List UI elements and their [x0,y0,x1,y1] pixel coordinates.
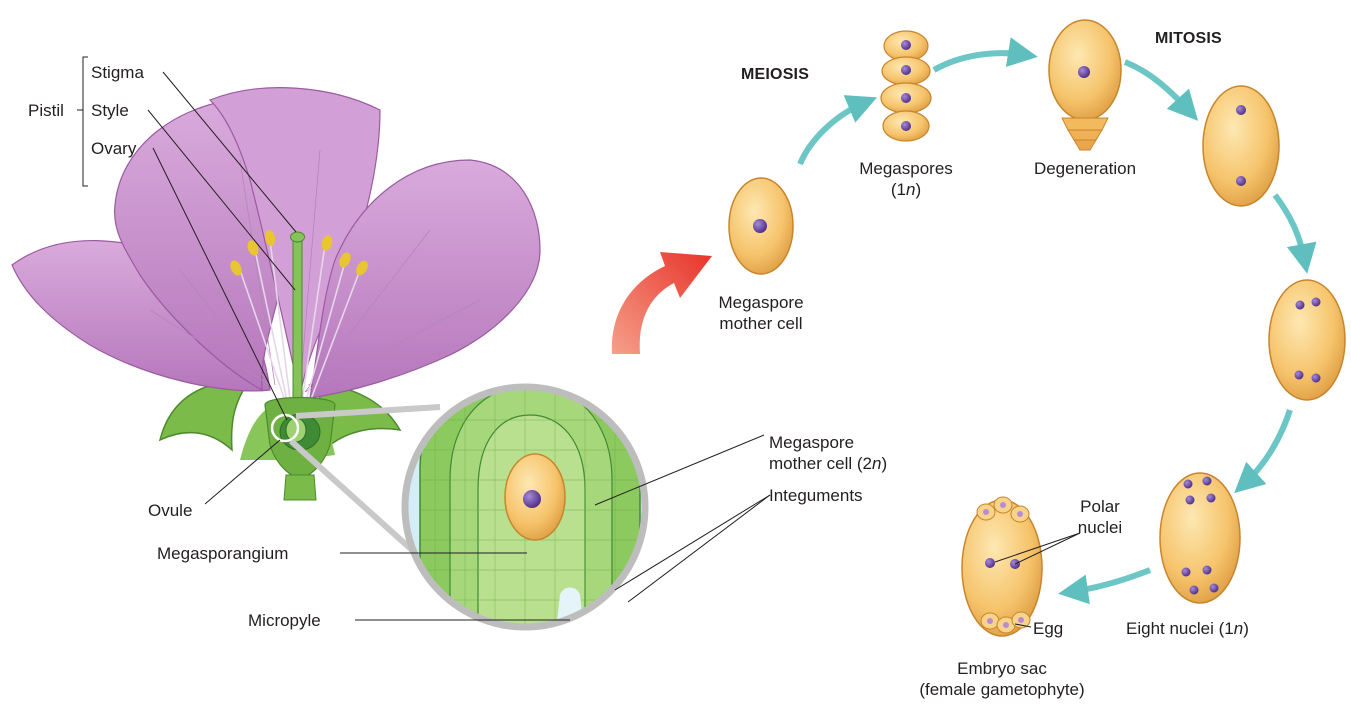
label-megaspores-open: (1 [891,180,906,199]
label-pistil: Pistil [28,100,64,121]
label-megaspores-line1: Megaspores [859,159,953,178]
label-eight-close: ) [1243,619,1249,638]
label-polar-line1: Polar [1080,497,1120,516]
label-megaspore-mother-cell-2n: Megaspore mother cell (2n) [769,432,887,474]
label-eight-nuclei: Eight nuclei (1n) [1126,618,1249,639]
label-polar-line2: nuclei [1078,518,1122,537]
label-megaspore-mother-cell: Megaspore mother cell [701,292,821,334]
label-degeneration: Degeneration [1020,158,1150,179]
label-ovule: Ovule [148,500,192,521]
four-nuclei-cell [1269,280,1345,400]
label-eight-prefix: Eight nuclei (1 [1126,619,1234,638]
label-megaspores: Megaspores (1n) [846,158,966,200]
label-egg: Egg [1033,618,1063,639]
label-mmc2n-close: ) [881,454,887,473]
label-ovary: Ovary [91,138,136,159]
label-embryo-sac: Embryo sac (female gametophyte) [917,658,1087,700]
label-megasporangium: Megasporangium [157,543,288,564]
eight-nuclei-cell [1160,473,1240,603]
label-polar-nuclei: Polar nuclei [1070,496,1130,538]
label-stigma: Stigma [91,62,144,83]
nucleus-icon [753,219,767,233]
degeneration-cell [1049,20,1121,150]
label-style: Style [91,100,129,121]
label-micropyle: Micropyle [248,610,321,631]
label-embryo-line2: (female gametophyte) [919,680,1084,699]
label-mmc2n-line1: Megaspore [769,433,854,452]
megaspore-mother-cell [729,178,793,274]
megaspores-cells [881,31,931,141]
label-mmc2n-line2: mother cell (2 [769,454,872,473]
label-mmc-line1: Megaspore [718,293,803,312]
label-eight-n: n [1234,619,1243,638]
label-integuments: Integuments [769,485,863,506]
label-mitosis: MITOSIS [1155,28,1222,49]
embryo-sac-cell [962,497,1042,636]
ovule-magnifier [405,355,645,640]
label-megaspores-close: ) [915,180,921,199]
label-mmc-line2: mother cell [719,314,802,333]
label-meiosis: MEIOSIS [741,64,809,85]
two-nuclei-cell [1203,86,1279,206]
label-embryo-line1: Embryo sac [957,659,1047,678]
